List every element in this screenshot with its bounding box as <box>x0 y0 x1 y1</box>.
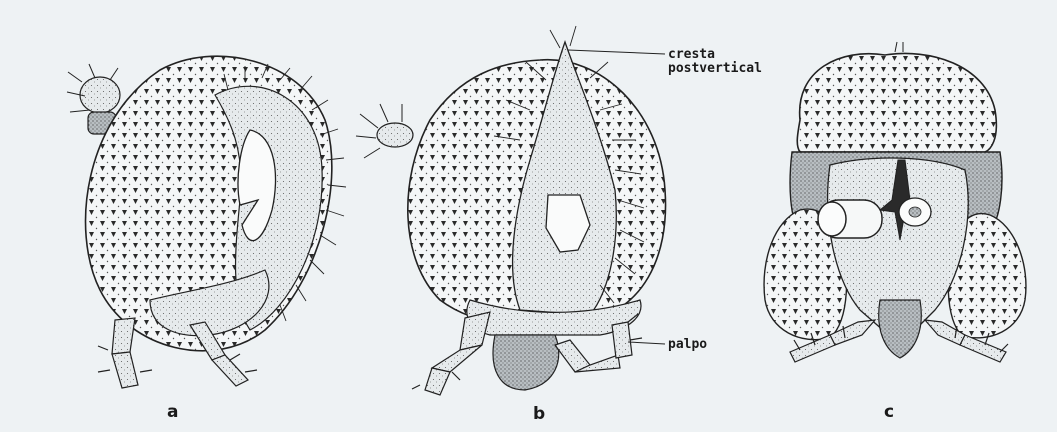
cresta-postvertical-label: cresta postvertical <box>668 48 762 76</box>
panel-letter-c: c <box>884 402 894 422</box>
cresta-leader-line <box>568 50 665 54</box>
specimen-c-vertex-setae <box>895 42 903 52</box>
specimen-b-palp-left <box>412 312 490 395</box>
specimen-c-upper-eyes <box>797 53 996 152</box>
palpo-leader-line <box>628 342 665 344</box>
specimen-a-head <box>67 56 346 388</box>
panel-letter-b: b <box>533 404 545 424</box>
cresta-label-line2: postvertical <box>668 62 762 76</box>
specimen-b-antenna <box>356 104 413 158</box>
specimen-b-mouthparts <box>493 335 559 390</box>
panel-letter-a: a <box>167 402 178 422</box>
specimen-c-proboscis <box>879 300 922 358</box>
cresta-label-line1: cresta <box>668 48 762 62</box>
palpo-label: palpo <box>668 338 707 352</box>
specimen-c-head <box>764 42 1026 362</box>
specimen-b-head <box>356 26 666 395</box>
